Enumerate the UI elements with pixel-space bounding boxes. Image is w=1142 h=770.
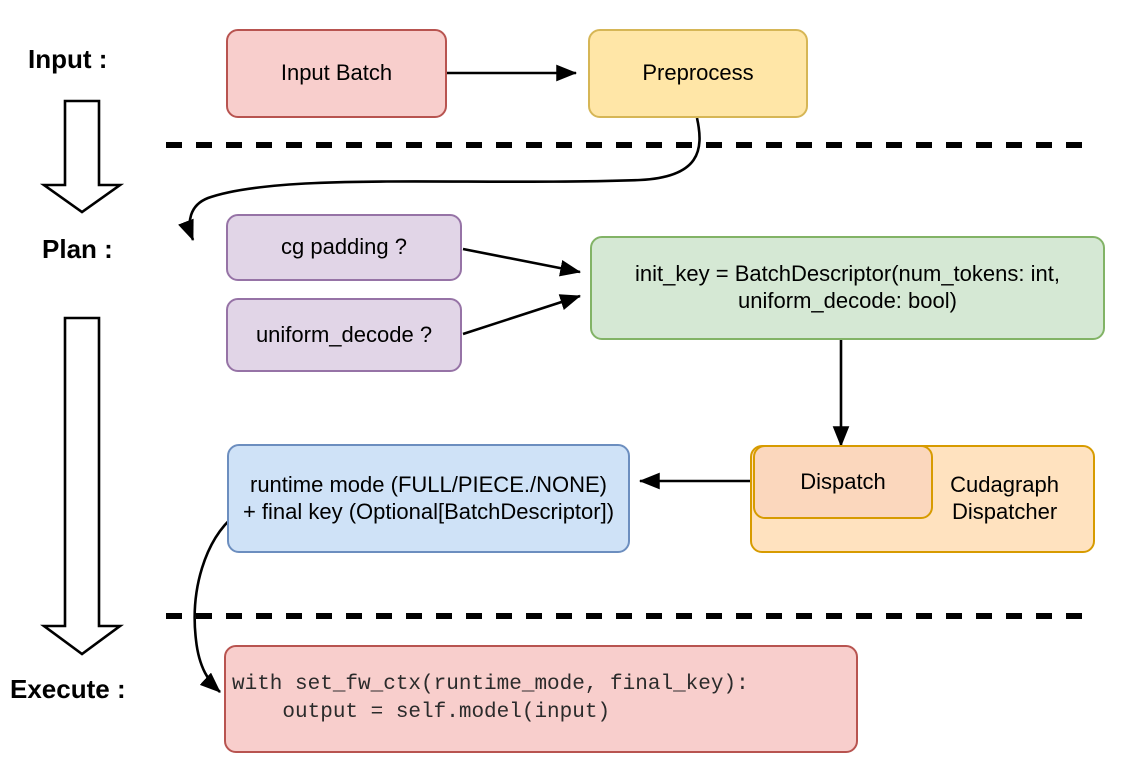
node-runtime-mode[interactable]: runtime mode (FULL/PIECE./NONE) + final …: [227, 444, 630, 553]
runtime-mode-to-execute-code: [193, 514, 236, 693]
node-execute-code[interactable]: with set_fw_ctx(runtime_mode, final_key)…: [224, 645, 858, 753]
node-dispatch[interactable]: Dispatch: [753, 445, 933, 519]
node-preprocess-label: Preprocess: [642, 60, 754, 86]
stage-label-plan: Plan :: [42, 234, 113, 264]
cg-padding-to-init-key: [462, 247, 582, 277]
node-init-key[interactable]: init_key = BatchDescriptor(num_tokens: i…: [590, 236, 1105, 340]
stage-label-execute: Execute :: [10, 674, 126, 704]
stage-arrow-input-to-plan: [39, 99, 125, 214]
node-uniform-decode[interactable]: uniform_decode ?: [226, 298, 462, 372]
node-uniform-decode-label: uniform_decode ?: [255, 321, 433, 347]
node-runtime-mode-label: runtime mode (FULL/PIECE./NONE) + final …: [242, 471, 615, 524]
node-cudagraph-dispatcher-label: Cudagraph Dispatcher: [950, 472, 1059, 524]
node-init-key-label: init_key = BatchDescriptor(num_tokens: i…: [635, 261, 1060, 313]
preprocess-to-cg-padding: [178, 117, 701, 241]
node-input-batch-label: Input Batch: [280, 60, 393, 86]
node-preprocess[interactable]: Preprocess: [588, 29, 808, 118]
node-execute-code-label: with set_fw_ctx(runtime_mode, final_key)…: [232, 672, 749, 724]
stage-arrow-plan-to-execute: [40, 316, 124, 656]
node-cg-padding-label: cg padding ?: [281, 234, 407, 260]
node-cg-padding[interactable]: cg padding ?: [226, 214, 462, 281]
node-dispatch-label: Dispatch: [800, 468, 886, 494]
stage-label-input: Input :: [28, 44, 108, 74]
node-input-batch[interactable]: Input Batch: [226, 29, 447, 118]
uniform-decode-to-init-key: [462, 294, 581, 336]
